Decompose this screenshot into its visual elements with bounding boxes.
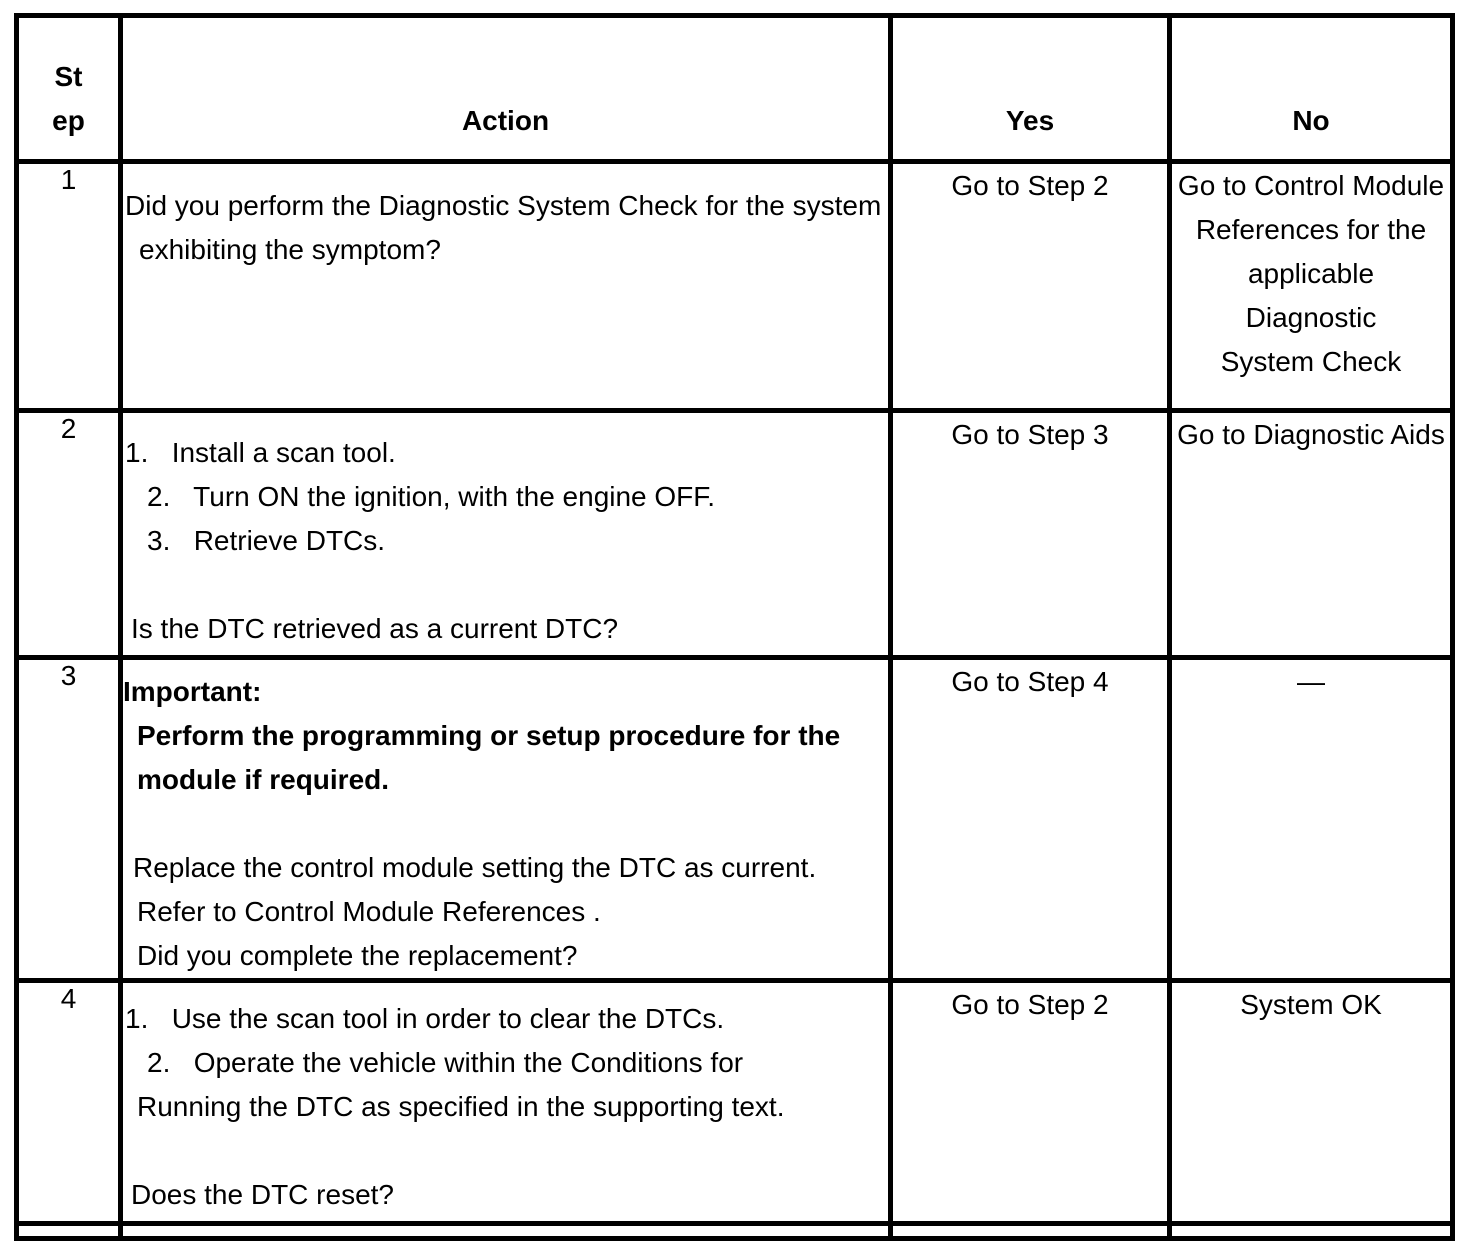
action-line: 1. Use the scan tool in order to clear t… (125, 1003, 725, 1034)
action-line: Refer to Control Module References . (137, 896, 601, 927)
action-line-blank (126, 802, 886, 846)
action-line: module if required. (137, 764, 390, 795)
yes-value: Go to Step 4 (951, 666, 1109, 697)
table-row: 2 1. Install a scan tool. 2. Turn ON the… (14, 408, 1455, 660)
step-cell (14, 1221, 123, 1241)
header-step-line2: ep (52, 105, 85, 136)
no-cell: Go to Control Module References for the … (1167, 159, 1455, 413)
yes-cell: Go to Step 2 (888, 978, 1172, 1226)
table-row: 3 Important: Perform the programming or … (14, 655, 1455, 983)
header-step-line1: St (54, 61, 83, 92)
header-action: Action (118, 13, 893, 164)
action-line: exhibiting the symptom? (139, 234, 441, 265)
yes-cell: Go to Step 2 (888, 159, 1172, 413)
action-line: Important: (123, 676, 262, 707)
header-row: St ep Action Yes No (14, 13, 1455, 164)
no-line: Diagnostic (1245, 302, 1377, 333)
action-line-blank (126, 1129, 886, 1173)
action-line: Is the DTC retrieved as a current DTC? (131, 613, 619, 644)
yes-value: Go to Step 2 (951, 989, 1109, 1020)
no-line: Go to Diagnostic Aids (1177, 419, 1445, 450)
no-line: System OK (1240, 989, 1382, 1020)
yes-value: Go to Step 3 (951, 419, 1109, 450)
header-yes: Yes (888, 13, 1172, 164)
table-row: 4 1. Use the scan tool in order to clear… (14, 978, 1455, 1226)
header-step: St ep (14, 13, 123, 164)
yes-cell (888, 1221, 1172, 1241)
table-row: 1 Did you perform the Diagnostic System … (14, 159, 1455, 413)
action-line: Running the DTC as specified in the supp… (137, 1091, 785, 1122)
action-line: 2. Operate the vehicle within the Condit… (147, 1047, 744, 1078)
action-line: 2. Turn ON the ignition, with the engine… (147, 481, 716, 512)
yes-value: Go to Step 2 (951, 170, 1109, 201)
no-cell: System OK (1167, 978, 1455, 1226)
action-line: 3. Retrieve DTCs. (147, 525, 386, 556)
no-line: Go to Control Module (1177, 170, 1445, 201)
step-cell: 3 (14, 655, 123, 983)
no-cell (1167, 1221, 1455, 1241)
action-line: Perform the programming or setup procedu… (137, 720, 841, 751)
action-cell: Did you perform the Diagnostic System Ch… (118, 159, 893, 413)
table-row-cutoff (14, 1221, 1455, 1241)
action-line: Does the DTC reset? (131, 1179, 394, 1210)
action-line: Did you complete the replacement? (137, 940, 578, 971)
action-line: 1. Install a scan tool. (125, 437, 396, 468)
step-cell: 2 (14, 408, 123, 660)
no-line: References for the (1195, 214, 1427, 245)
action-cell: 1. Use the scan tool in order to clear t… (118, 978, 893, 1226)
yes-cell: Go to Step 4 (888, 655, 1172, 983)
action-line-blank (126, 563, 886, 607)
action-cell: Important: Perform the programming or se… (118, 655, 893, 983)
action-cell: 1. Install a scan tool. 2. Turn ON the i… (118, 408, 893, 660)
no-line: — (1297, 666, 1325, 697)
yes-cell: Go to Step 3 (888, 408, 1172, 660)
action-line: Did you perform the Diagnostic System Ch… (125, 190, 882, 221)
action-cell (118, 1221, 893, 1241)
step-cell: 1 (14, 159, 123, 413)
diagnostic-table: St ep Action Yes No 1 Did you perform th… (14, 13, 1455, 1241)
action-line: Replace the control module setting the D… (133, 852, 817, 883)
no-cell: Go to Diagnostic Aids (1167, 408, 1455, 660)
no-line: applicable (1247, 258, 1375, 289)
no-cell: — (1167, 655, 1455, 983)
step-cell: 4 (14, 978, 123, 1226)
no-line: System Check (1220, 346, 1402, 377)
header-no: No (1167, 13, 1455, 164)
